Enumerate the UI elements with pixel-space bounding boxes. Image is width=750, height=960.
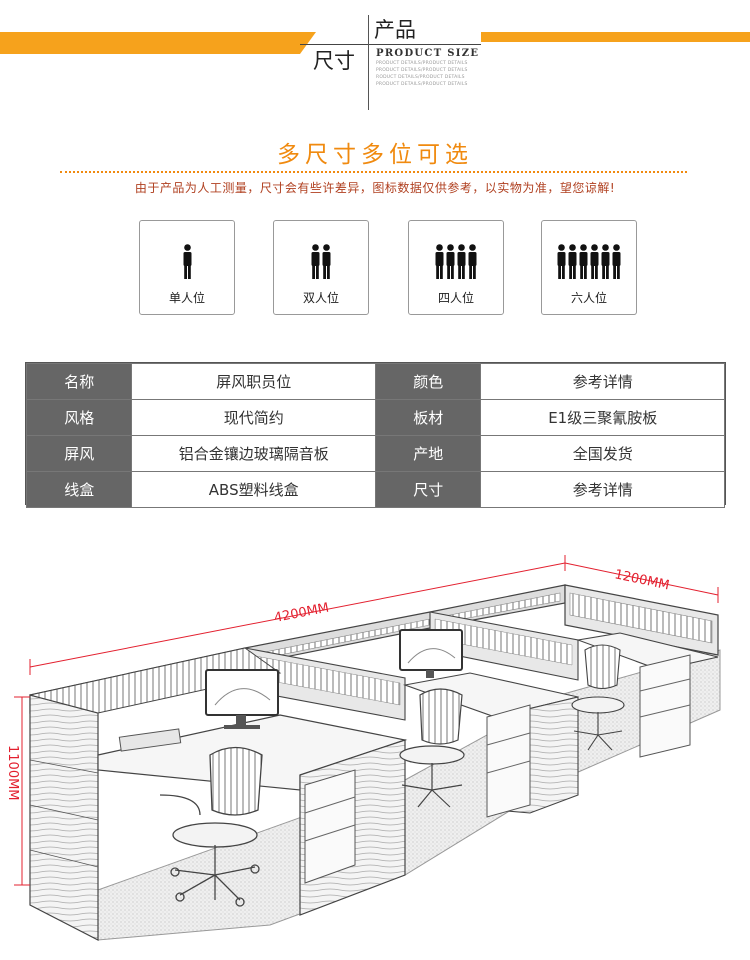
- spec-table: 名称 屏风职员位 颜色 参考详情 风格 现代简约 板材 E1级三聚氰胺板 屏风 …: [25, 362, 726, 508]
- dimension-depth-label: 1200MM: [613, 567, 670, 593]
- seat-option-six[interactable]: 六人位: [541, 220, 637, 315]
- spec-value: 参考详情: [480, 363, 725, 400]
- person-icon: [612, 244, 621, 279]
- person-icon: [590, 244, 599, 279]
- front-cabinet-top: [29, 647, 282, 714]
- section-title: 多尺寸多位可选: [277, 142, 473, 168]
- table-row: 线盒 ABS塑料线盒 尺寸 参考详情: [25, 471, 725, 508]
- header-rule-left: [300, 44, 368, 45]
- dimension-depth: [564, 562, 719, 603]
- spec-key: 颜色: [375, 363, 482, 400]
- person-icon: [446, 244, 455, 279]
- header-accent-bar-right: [481, 32, 750, 42]
- chair-2: [399, 688, 465, 808]
- spec-key: 尺寸: [375, 471, 482, 508]
- spec-key: 板材: [375, 399, 482, 436]
- spec-key: 风格: [25, 399, 133, 436]
- chair-1: [159, 746, 263, 907]
- seat-option-label: 六人位: [570, 291, 607, 305]
- spec-value: ABS塑料线盒: [131, 471, 377, 508]
- seat-option-label: 双人位: [302, 291, 339, 305]
- seat-option-four[interactable]: 四人位: [408, 220, 504, 315]
- person-icon: [457, 244, 466, 279]
- measurement-notice: 由于产品为人工测量，尺寸会有些许差异，图标数据仅供参考，以实物为准，望您谅解!: [134, 181, 616, 195]
- pedestal-2: [486, 704, 531, 818]
- table-row: 风格 现代简约 板材 E1级三聚氰胺板: [25, 399, 725, 436]
- spec-value: 铝合金镶边玻璃隔音板: [131, 435, 377, 472]
- seat-option-double[interactable]: 双人位: [273, 220, 369, 315]
- spec-value: 参考详情: [480, 471, 725, 508]
- dimension-length-label: 4200MM: [273, 601, 330, 626]
- header-english-title: PRODUCT SIZE: [376, 48, 480, 59]
- spec-key: 产地: [375, 435, 482, 472]
- header-rule-right: [369, 44, 481, 45]
- person-icon-group: [542, 244, 636, 280]
- person-icon-group: [274, 244, 368, 280]
- dimension-height: [14, 696, 30, 886]
- header-detail-line: PRODUCT DETAILS/PRODUCT DETAILS: [376, 68, 468, 73]
- spec-value: 屏风职员位: [131, 363, 377, 400]
- header-title-line2: 尺寸: [313, 49, 355, 73]
- person-icon: [468, 244, 477, 279]
- header-accent-bar-left: [0, 32, 316, 54]
- dimension-height-label: 1100MM: [5, 745, 20, 801]
- table-row: 屏风 铝合金镶边玻璃隔音板 产地 全国发货: [25, 435, 725, 472]
- end-partition-glass: [569, 592, 713, 644]
- monitor-1: [205, 669, 279, 729]
- person-icon: [568, 244, 577, 279]
- person-icon: [183, 244, 191, 279]
- spec-value: 现代简约: [131, 399, 377, 436]
- header-title-line1: 产品: [374, 18, 416, 42]
- person-icon: [601, 244, 610, 279]
- seat-option-label: 单人位: [168, 291, 205, 305]
- header-detail-line: PRODUCT DETAILS/PRODUCT DETAILS: [376, 61, 468, 66]
- header-detail-line: RODUCT DETAILS/PRODUCT DETAILS: [376, 75, 465, 80]
- header-detail-line: PRODUCT DETAILS/PRODUCT DETAILS: [376, 82, 468, 87]
- seat-option-label: 四人位: [437, 291, 474, 305]
- person-icon: [311, 244, 320, 279]
- person-icon: [322, 244, 331, 279]
- person-icon-group: [140, 244, 234, 280]
- floor: [97, 649, 721, 941]
- spec-key: 线盒: [25, 471, 133, 508]
- chair-3: [571, 644, 625, 751]
- workstation-drawing: 4200MM 1200MM 1100MM: [5, 555, 721, 941]
- table-row: 名称 屏风职员位 颜色 参考详情: [25, 363, 725, 400]
- spec-key: 屏风: [25, 435, 133, 472]
- header-divider: [368, 15, 369, 110]
- spec-value: 全国发货: [480, 435, 725, 472]
- spec-value: E1级三聚氰胺板: [480, 399, 725, 436]
- pedestal-1: [304, 769, 356, 884]
- spec-key: 名称: [25, 363, 133, 400]
- person-icon: [557, 244, 566, 279]
- monitor-2: [399, 629, 463, 678]
- person-icon-group: [409, 244, 503, 280]
- seat-option-single[interactable]: 单人位: [139, 220, 235, 315]
- pedestal-3: [639, 654, 691, 758]
- person-icon: [435, 244, 444, 279]
- person-icon: [579, 244, 588, 279]
- dotted-divider: [60, 171, 687, 173]
